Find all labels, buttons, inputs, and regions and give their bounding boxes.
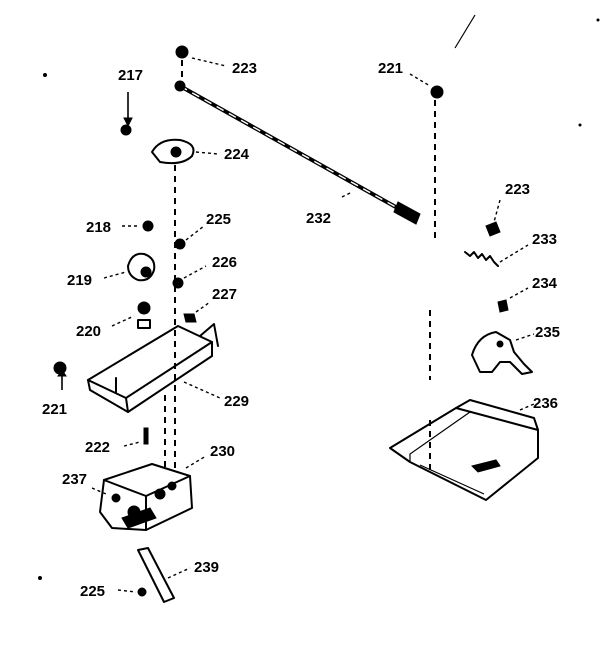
- part-218-screw: [122, 220, 154, 232]
- label-225-lower: 225: [80, 583, 105, 600]
- label-225-upper: 225: [206, 211, 231, 228]
- part-227-clip: [183, 301, 211, 323]
- stray-marks: [38, 14, 600, 580]
- label-239: 239: [194, 559, 219, 576]
- part-220-gear: [111, 301, 151, 329]
- assembly-axis-center: [164, 165, 176, 470]
- label-224: 224: [224, 146, 250, 163]
- part-222-screw: [123, 427, 149, 447]
- label-218: 218: [86, 219, 111, 236]
- part-236-tray: [389, 399, 539, 501]
- label-223-right: 223: [505, 181, 530, 198]
- part-219-cam: [103, 252, 156, 282]
- part-226-washer: [172, 265, 207, 289]
- part-230-gear-housing: [99, 455, 207, 531]
- label-235: 235: [535, 324, 560, 341]
- part-234-clip: [497, 287, 529, 313]
- label-237: 237: [62, 471, 87, 488]
- label-230: 230: [210, 443, 235, 460]
- part-229-bracket-plate: [87, 323, 221, 413]
- label-227: 227: [212, 286, 237, 303]
- part-235-lever: [471, 331, 535, 375]
- part-217-screw: [120, 92, 133, 136]
- part-225-lower-screw: [117, 587, 147, 597]
- label-219: 219: [67, 272, 92, 289]
- label-217: 217: [118, 67, 143, 84]
- label-229: 229: [224, 393, 249, 410]
- label-226: 226: [212, 254, 237, 271]
- label-234: 234: [532, 275, 558, 292]
- part-233-spring: [464, 244, 529, 267]
- label-221-top: 221: [378, 60, 403, 77]
- part-224-bracket: [151, 138, 219, 165]
- assembly-axis-right: [429, 100, 436, 470]
- part-223-top-nut: [175, 45, 227, 80]
- label-223-top: 223: [232, 60, 257, 77]
- label-233: 233: [532, 231, 557, 248]
- part-225-upper-screw: [174, 225, 205, 250]
- label-221-left: 221: [42, 401, 67, 418]
- part-221-top-nut: [409, 73, 444, 99]
- part-237-pointer: [91, 487, 107, 495]
- part-239-link-arm: [137, 547, 191, 603]
- part-223-right-nut: [485, 199, 501, 237]
- label-220: 220: [76, 323, 101, 340]
- label-222: 222: [85, 439, 110, 456]
- label-236: 236: [533, 395, 558, 412]
- part-232-rod: [174, 80, 421, 225]
- label-232: 232: [306, 210, 331, 227]
- part-221-left-nut: [53, 361, 67, 390]
